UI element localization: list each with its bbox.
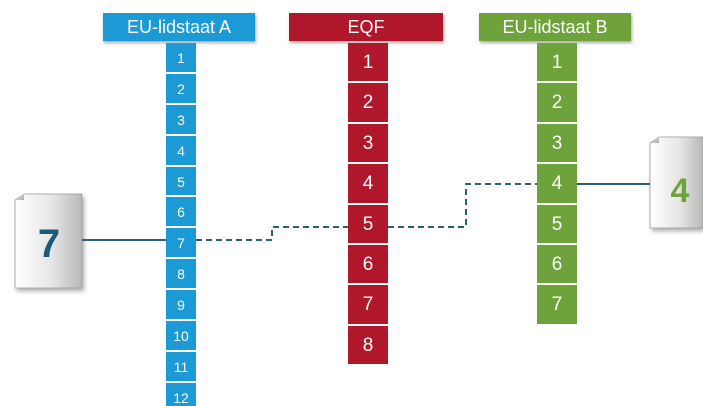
connector-eqf-to-b-dashed-line bbox=[388, 183, 537, 228]
level-cell-a-7: 7 bbox=[166, 228, 196, 260]
level-cell-b-5: 5 bbox=[537, 204, 577, 245]
level-cell-eqf-6: 6 bbox=[348, 244, 388, 286]
member-state-b-header: EU-lidstaat B bbox=[479, 13, 631, 41]
level-cell-a-8: 8 bbox=[166, 259, 196, 291]
level-cell-a-6: 6 bbox=[166, 197, 196, 229]
member-state-b-levels: 1 2 3 4 5 6 7 bbox=[537, 43, 577, 326]
level-cell-a-1: 1 bbox=[166, 43, 196, 74]
level-cell-b-7: 7 bbox=[537, 285, 577, 326]
level-cell-eqf-2: 2 bbox=[348, 83, 388, 124]
level-cell-eqf-1: 1 bbox=[348, 43, 388, 84]
level-cell-eqf-7: 7 bbox=[348, 285, 388, 326]
level-cell-b-3: 3 bbox=[537, 123, 577, 165]
level-cell-a-10: 10 bbox=[166, 321, 196, 352]
member-state-a-levels: 1 2 3 4 5 6 7 8 9 10 11 12 bbox=[166, 43, 196, 406]
level-cell-a-2: 2 bbox=[166, 73, 196, 105]
document-left-value: 7 bbox=[37, 222, 61, 266]
level-cell-eqf-8: 8 bbox=[348, 325, 388, 367]
level-cell-a-3: 3 bbox=[166, 104, 196, 136]
level-cell-eqf-5: 5 bbox=[348, 204, 388, 245]
level-cell-a-12: 12 bbox=[166, 382, 196, 406]
member-state-a-header: EU-lidstaat A bbox=[103, 13, 255, 41]
eqf-header: EQF bbox=[289, 13, 443, 41]
document-right-icon bbox=[649, 136, 703, 229]
level-cell-b-1: 1 bbox=[537, 43, 577, 84]
level-cell-eqf-3: 3 bbox=[348, 123, 388, 165]
level-cell-a-9: 9 bbox=[166, 290, 196, 322]
level-cell-b-2: 2 bbox=[537, 83, 577, 124]
level-cell-a-4: 4 bbox=[166, 135, 196, 167]
document-right-value: 4 bbox=[670, 172, 690, 210]
level-cell-eqf-4: 4 bbox=[348, 164, 388, 205]
eqf-levels: 1 2 3 4 5 6 7 8 bbox=[348, 43, 388, 367]
level-cell-b-6: 6 bbox=[537, 244, 577, 286]
level-cell-b-4: 4 bbox=[537, 164, 577, 205]
level-cell-a-11: 11 bbox=[166, 351, 196, 383]
level-cell-a-5: 5 bbox=[166, 166, 196, 198]
connector-a-to-eqf-dashed-line bbox=[196, 226, 348, 241]
